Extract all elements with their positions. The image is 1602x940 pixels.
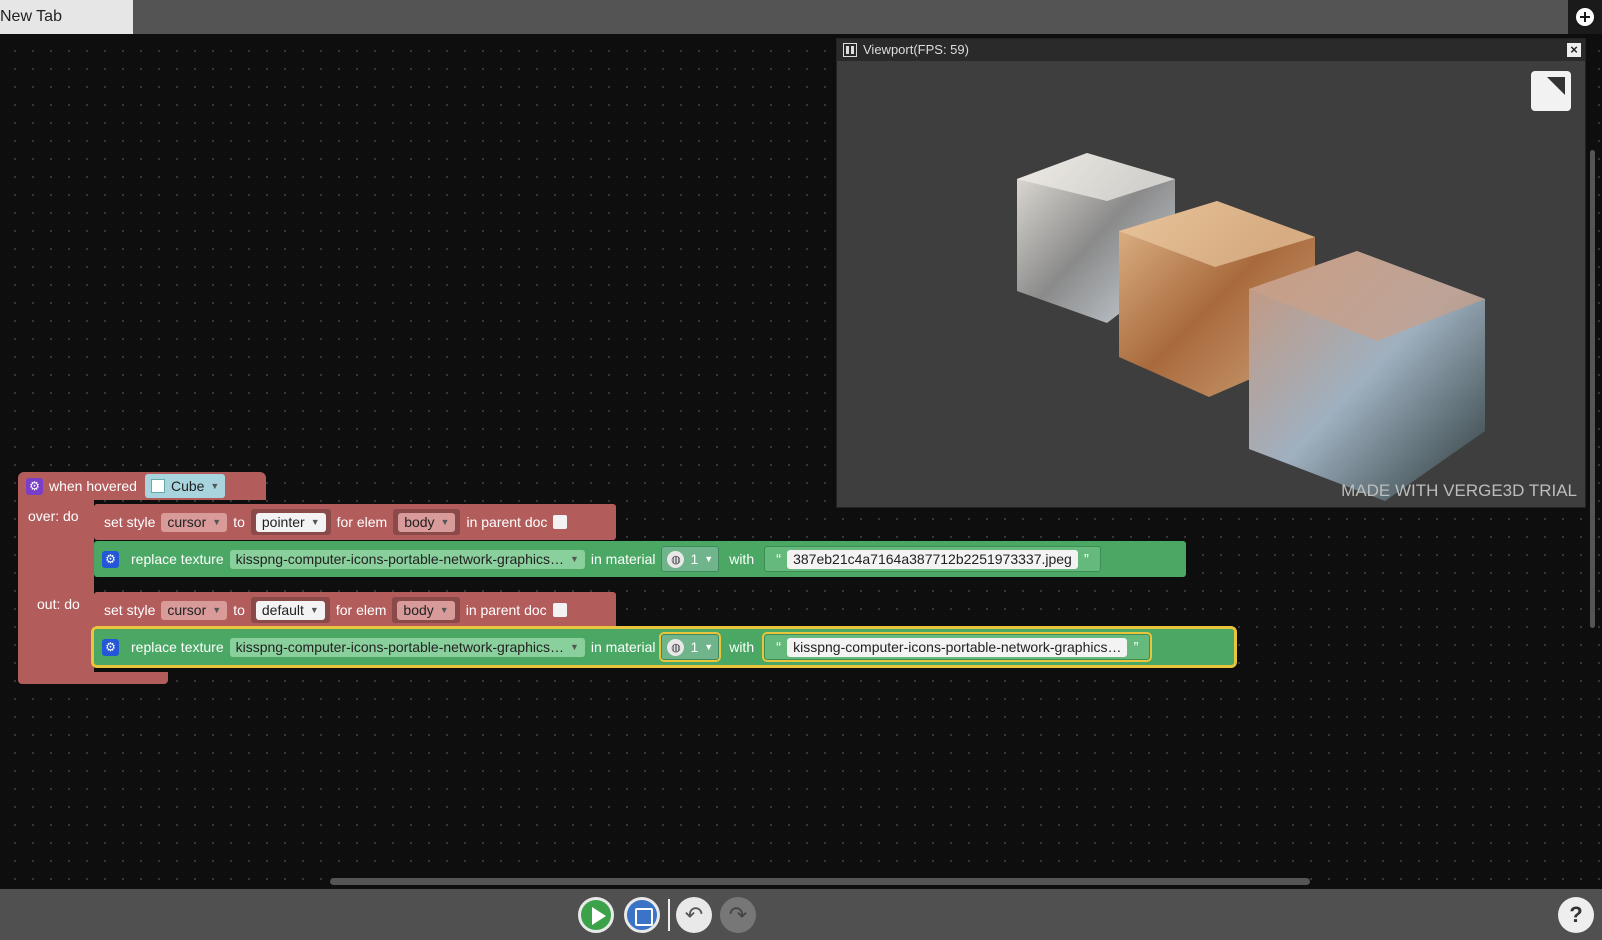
texture-file-input[interactable]: 387eb21c4a7164a387712b2251973337.jpeg (787, 549, 1078, 569)
over-set-style-block[interactable]: set style cursor ▼ to pointer ▼ for elem b… (94, 504, 616, 540)
help-button[interactable]: ? (1558, 897, 1594, 933)
pause-icon[interactable] (843, 43, 857, 57)
viewport-scrollbar[interactable] (1590, 150, 1595, 628)
style-value-slot[interactable]: default ▼ (250, 597, 330, 623)
undo-button[interactable]: ↶ (676, 897, 712, 933)
material-slot[interactable]: ◍ 1 ▼ (659, 632, 722, 662)
replace-texture-label: replace texture (131, 551, 224, 567)
in-parent-doc-label: in parent doc (465, 602, 547, 618)
over-do-label: over: do (28, 508, 79, 524)
help-icon: ? (1569, 902, 1583, 927)
elem-value: body (404, 514, 435, 530)
close-icon[interactable]: × (1567, 43, 1581, 57)
redo-button[interactable]: ↷ (720, 897, 756, 933)
out-do-label: out: do (37, 596, 80, 612)
event-foot (18, 672, 168, 684)
chevron-down-icon: ▼ (439, 605, 449, 615)
elem-slot[interactable]: body ▼ (393, 509, 461, 535)
set-style-label: set style (104, 602, 156, 618)
texture-file-input[interactable]: kisspng-computer-icons-portable-network-… (787, 637, 1128, 657)
cube-icon (150, 479, 165, 493)
style-value-dropdown[interactable]: pointer ▼ (255, 512, 326, 532)
tab-label: New Tab (0, 8, 62, 25)
chevron-down-icon: ▼ (212, 517, 222, 527)
texture-dropdown[interactable]: kisspng-computer-icons-portable-network-… (229, 637, 585, 657)
fullscreen-icon[interactable] (1531, 71, 1571, 111)
chevron-down-icon: ▼ (440, 517, 450, 527)
trial-watermark: MADE WITH VERGE3D TRIAL (1341, 481, 1577, 500)
cube-3[interactable] (1249, 251, 1485, 501)
in-parent-doc-label: in parent doc (466, 514, 548, 530)
chevron-down-icon: ▼ (212, 605, 222, 615)
style-prop-dropdown[interactable]: cursor ▼ (161, 600, 228, 620)
set-style-label: set style (104, 514, 156, 530)
viewport-title: Viewport(FPS: 59) (863, 42, 969, 57)
in-parent-doc-checkbox[interactable] (552, 603, 567, 617)
elem-slot[interactable]: body ▼ (392, 597, 460, 623)
object-dropdown[interactable]: Cube▼ (144, 474, 226, 498)
toolbar-divider (668, 899, 670, 931)
out-set-style-block[interactable]: set style cursor ▼ to default ▼ for elem b… (94, 592, 616, 628)
elem-dropdown[interactable]: body ▼ (397, 600, 455, 620)
for-elem-label: for elem (336, 514, 388, 530)
chevron-down-icon: ▼ (309, 605, 319, 615)
texture-file-slot[interactable]: “kisspng-computer-icons-portable-network… (762, 632, 1153, 662)
gear-icon[interactable] (102, 638, 119, 656)
style-prop-value: cursor (167, 514, 207, 530)
in-parent-doc-checkbox[interactable] (553, 515, 568, 529)
add-tab-button[interactable] (1568, 0, 1602, 34)
bottom-toolbar: ↶ ↷ ? (0, 889, 1602, 940)
globe-icon: ◍ (667, 550, 685, 568)
gear-icon[interactable] (26, 477, 43, 495)
over-replace-texture-block[interactable]: replace texture kisspng-computer-icons-p… (94, 541, 1186, 577)
globe-icon: ◍ (667, 638, 685, 656)
replace-texture-label: replace texture (131, 639, 224, 655)
out-replace-texture-block[interactable]: replace texture kisspng-computer-icons-p… (91, 626, 1237, 668)
when-hovered-label: when hovered (49, 478, 137, 494)
with-label: with (729, 639, 755, 655)
texture-value: kisspng-computer-icons-portable-network-… (235, 551, 564, 567)
for-elem-label: for elem (335, 602, 387, 618)
elem-value: body (403, 602, 434, 618)
redo-icon: ↷ (728, 902, 748, 927)
add-tab-icon (1576, 8, 1594, 26)
material-value: 1 (690, 639, 699, 655)
tab-new[interactable]: New Tab (0, 0, 133, 34)
in-material-label: in material (590, 551, 656, 567)
chevron-down-icon: ▼ (310, 517, 320, 527)
gear-icon[interactable] (102, 550, 119, 568)
style-prop-dropdown[interactable]: cursor ▼ (161, 512, 228, 532)
to-label: to (233, 602, 245, 618)
tab-bar: New Tab (0, 0, 1602, 34)
event-body (18, 500, 94, 676)
to-label: to (233, 514, 245, 530)
style-value: pointer (261, 514, 305, 530)
save-button[interactable] (624, 897, 660, 933)
style-value-slot[interactable]: pointer ▼ (250, 509, 331, 535)
elem-dropdown[interactable]: body ▼ (398, 512, 456, 532)
style-value-dropdown[interactable]: default ▼ (255, 600, 325, 620)
viewport-panel[interactable]: Viewport(FPS: 59) × MADE WITH VER (836, 38, 1586, 508)
style-value: default (261, 602, 304, 618)
in-material-label: in material (590, 639, 656, 655)
chevron-down-icon: ▼ (569, 642, 579, 652)
texture-file-slot[interactable]: “387eb21c4a7164a387712b2251973337.jpeg” (764, 546, 1101, 572)
material-value: 1 (690, 551, 699, 567)
undo-icon: ↶ (684, 902, 704, 927)
style-prop-value: cursor (167, 602, 207, 618)
with-label: with (729, 551, 755, 567)
when-hovered-block[interactable]: when hovered Cube▼ (18, 472, 266, 500)
viewport-scene[interactable] (837, 61, 1585, 507)
texture-value: kisspng-computer-icons-portable-network-… (235, 639, 564, 655)
chevron-down-icon: ▼ (569, 554, 579, 564)
viewport-header[interactable]: Viewport(FPS: 59) × (837, 39, 1585, 61)
object-value: Cube (170, 478, 205, 494)
workspace-scrollbar[interactable] (330, 878, 1310, 885)
chevron-down-icon: ▼ (704, 642, 714, 652)
run-button[interactable] (578, 897, 614, 933)
chevron-down-icon: ▼ (704, 554, 714, 564)
material-slot[interactable]: ◍ 1 ▼ (661, 546, 720, 572)
texture-dropdown[interactable]: kisspng-computer-icons-portable-network-… (229, 549, 585, 569)
